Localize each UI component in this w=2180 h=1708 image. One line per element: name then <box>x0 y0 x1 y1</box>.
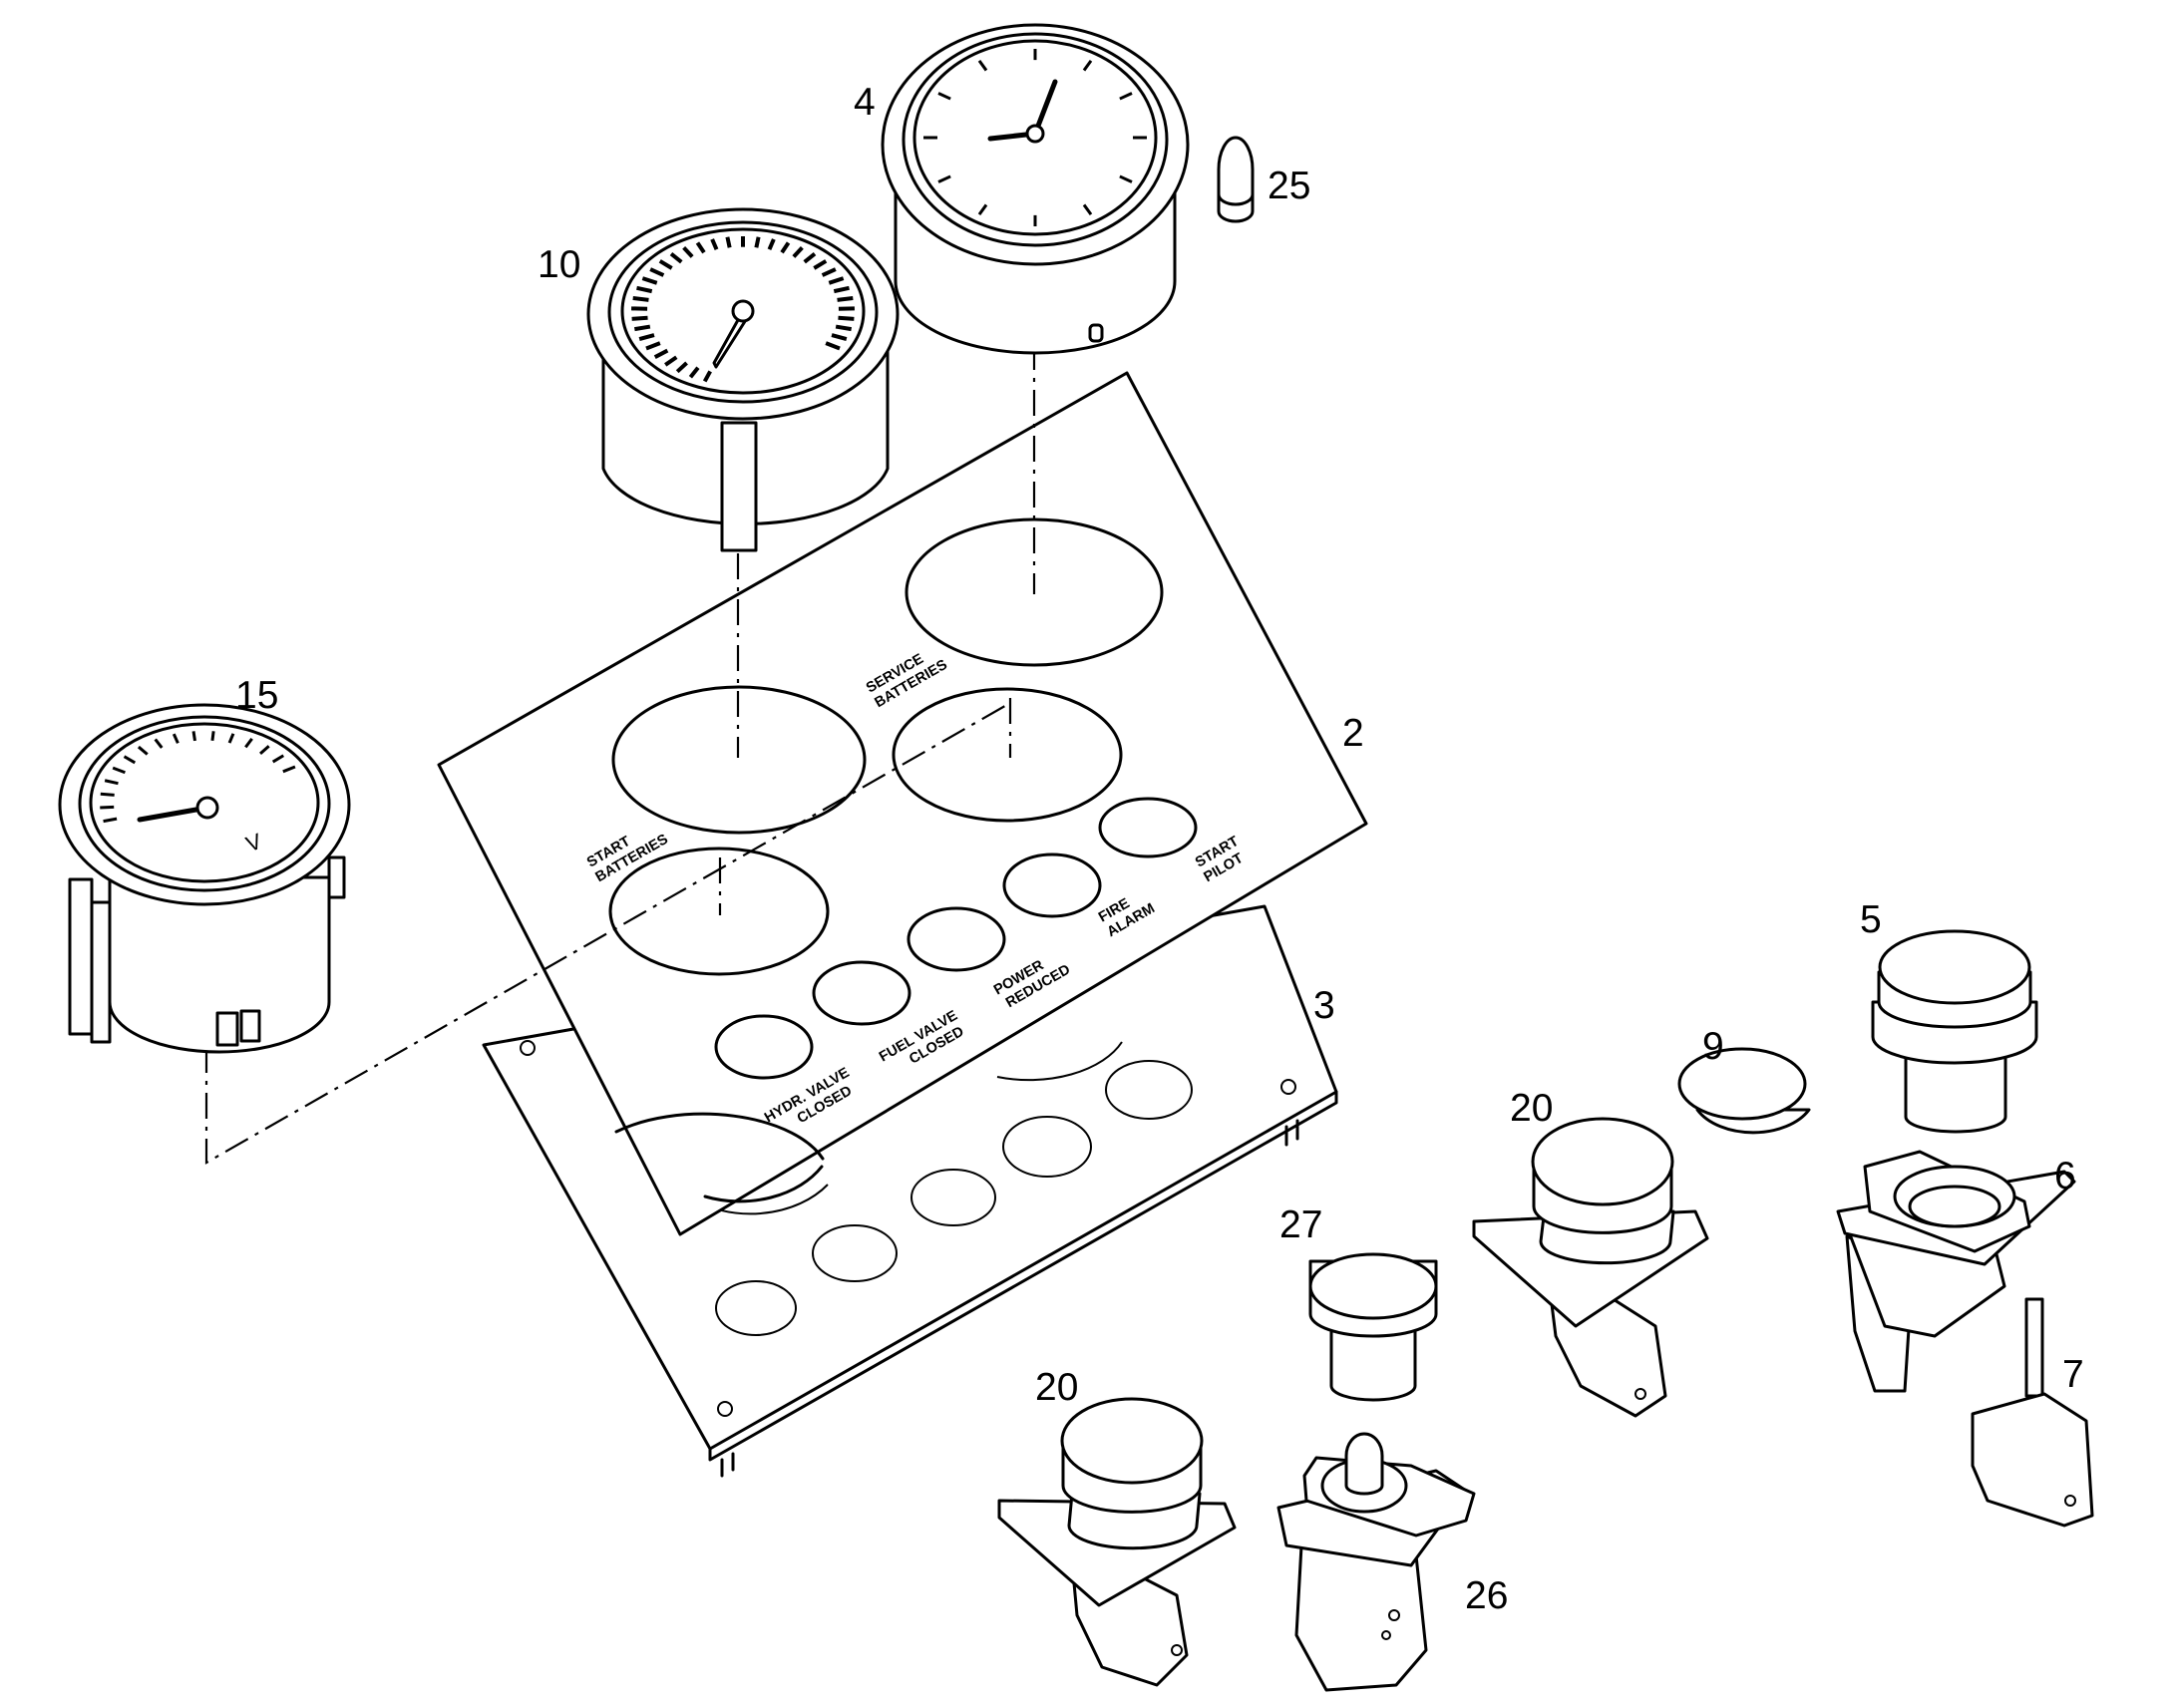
dial-tick <box>702 370 712 383</box>
callout-2: 2 <box>1342 712 1364 755</box>
dial-tick <box>767 238 776 250</box>
dial-tick <box>100 805 115 810</box>
dial-tick <box>1119 92 1133 101</box>
callout-20-lower: 20 <box>1035 1366 1078 1409</box>
dial-tick <box>669 251 683 264</box>
callout-7: 7 <box>2062 1353 2084 1396</box>
callout-15: 15 <box>235 674 278 717</box>
dial-tick <box>244 737 253 749</box>
dial-tick <box>937 174 951 183</box>
dial-tick <box>838 315 855 321</box>
button-cap-27 <box>1308 1252 1438 1402</box>
dial-tick <box>725 236 732 248</box>
dial-tick <box>1119 174 1133 183</box>
dial-tick <box>675 361 688 374</box>
dial-tick <box>210 731 215 742</box>
dial-tick <box>154 738 164 749</box>
dial-tick <box>653 348 669 359</box>
callout-labels: 4 25 10 15 2 3 5 9 20 6 27 20 7 26 <box>235 81 2084 1617</box>
dial-tick <box>821 267 837 277</box>
dial-tick <box>803 251 817 264</box>
callout-25: 25 <box>1268 165 1310 207</box>
center-lines <box>204 344 1036 1165</box>
dial-tick <box>833 285 850 294</box>
dial-tick <box>112 766 126 775</box>
dial-tick <box>682 246 694 258</box>
bulb-25 <box>1217 136 1255 223</box>
dial-tick <box>837 295 854 302</box>
dial-tick <box>137 745 149 756</box>
dial-tick <box>792 246 804 258</box>
contact-block-7 <box>1971 1297 2094 1528</box>
pushbutton-20-upper <box>1472 1117 1709 1418</box>
dial-tick <box>825 341 841 351</box>
pushbutton-cap-5 <box>1871 929 2038 1134</box>
dial-tick <box>1082 203 1093 215</box>
dial-tick <box>710 238 719 250</box>
callout-20-upper: 20 <box>1510 1087 1553 1130</box>
dial-tick <box>191 731 196 742</box>
dial-tick <box>633 324 651 332</box>
dial-tick <box>282 765 296 774</box>
dial-tick <box>636 285 653 294</box>
callout-3: 3 <box>1313 984 1335 1027</box>
dial-tick <box>977 203 988 215</box>
dial-tick <box>977 60 988 72</box>
dial-tick <box>658 259 673 270</box>
dial-tick <box>813 259 828 270</box>
voltmeter-15: V <box>58 703 351 1054</box>
dial-tick <box>664 355 678 367</box>
dial-tick <box>649 267 665 277</box>
dial-tick <box>104 779 119 786</box>
gauge-10 <box>586 207 900 552</box>
dial-tick <box>638 333 655 342</box>
label-plate-2: START BATTERIES SERVICE BATTERIES HYDR. … <box>437 371 1368 1236</box>
switch-body-26 <box>1276 1432 1476 1692</box>
dial-tick <box>631 315 648 321</box>
callout-27: 27 <box>1279 1203 1322 1246</box>
callout-26: 26 <box>1465 1574 1508 1617</box>
dial-tick <box>103 817 118 824</box>
dial-tick <box>100 792 115 797</box>
callout-10: 10 <box>538 243 580 286</box>
dial-tick <box>1082 60 1093 72</box>
adapter-6 <box>1836 1150 2076 1393</box>
dial-tick <box>271 754 285 764</box>
dial-tick <box>227 733 235 744</box>
dial-tick <box>172 733 180 744</box>
dial-tick <box>780 241 791 254</box>
callout-6: 6 <box>2054 1155 2076 1197</box>
dial-tick <box>641 276 658 285</box>
dial-tick <box>754 236 761 248</box>
callout-4: 4 <box>854 81 876 124</box>
dial-tick <box>937 92 951 101</box>
dial-tick <box>632 295 649 302</box>
dial-tick <box>123 755 137 765</box>
callout-5: 5 <box>1860 898 1882 941</box>
pushbutton-20-lower <box>997 1397 1237 1687</box>
dial-tick <box>835 324 853 332</box>
dial-tick <box>695 241 706 254</box>
dial-tick <box>828 276 845 285</box>
callout-9: 9 <box>1702 1025 1724 1068</box>
dial-tick <box>645 341 661 351</box>
blanking-cap-9 <box>1677 1047 1811 1135</box>
clock-gauge-4 <box>881 23 1190 355</box>
dial-tick <box>688 366 700 379</box>
dial-tick <box>831 333 848 342</box>
dial-tick <box>259 745 270 755</box>
